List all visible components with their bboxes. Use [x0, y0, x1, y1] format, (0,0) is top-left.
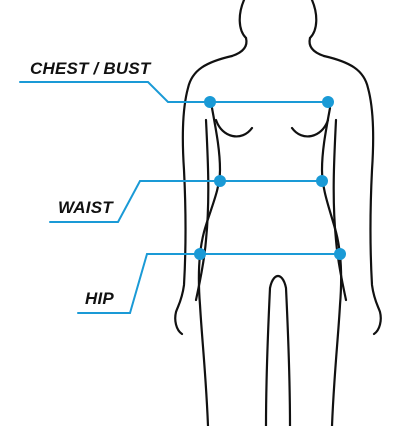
right-breast-outline [290, 118, 330, 138]
measurement-guides [19, 81, 341, 314]
chest-left-point [204, 96, 216, 108]
left-torso-outline [197, 106, 222, 426]
hip-label: HIP [85, 289, 114, 308]
chest-leader-line [19, 81, 211, 103]
left-inner-leg-outline [264, 274, 280, 426]
waist-label: WAIST [58, 198, 113, 217]
waist-leader-line [49, 180, 221, 223]
left-breast-outline [214, 118, 254, 138]
waist-left-point [214, 175, 226, 187]
right-arm-outline [322, 54, 382, 336]
chest-right-point [322, 96, 334, 108]
right-inner-leg-outline [276, 274, 292, 426]
measurement-points [194, 96, 346, 260]
left-arm-outline [174, 54, 234, 336]
body-silhouette [174, 0, 382, 426]
head-outline [238, 0, 248, 40]
waist-right-point [316, 175, 328, 187]
hip-leader-line [77, 253, 201, 314]
hip-right-point [334, 248, 346, 260]
right-torso-outline [320, 106, 343, 426]
hip-left-point [194, 248, 206, 260]
chest-bust-label: CHEST / BUST [30, 59, 151, 78]
neck-outline [230, 36, 248, 58]
